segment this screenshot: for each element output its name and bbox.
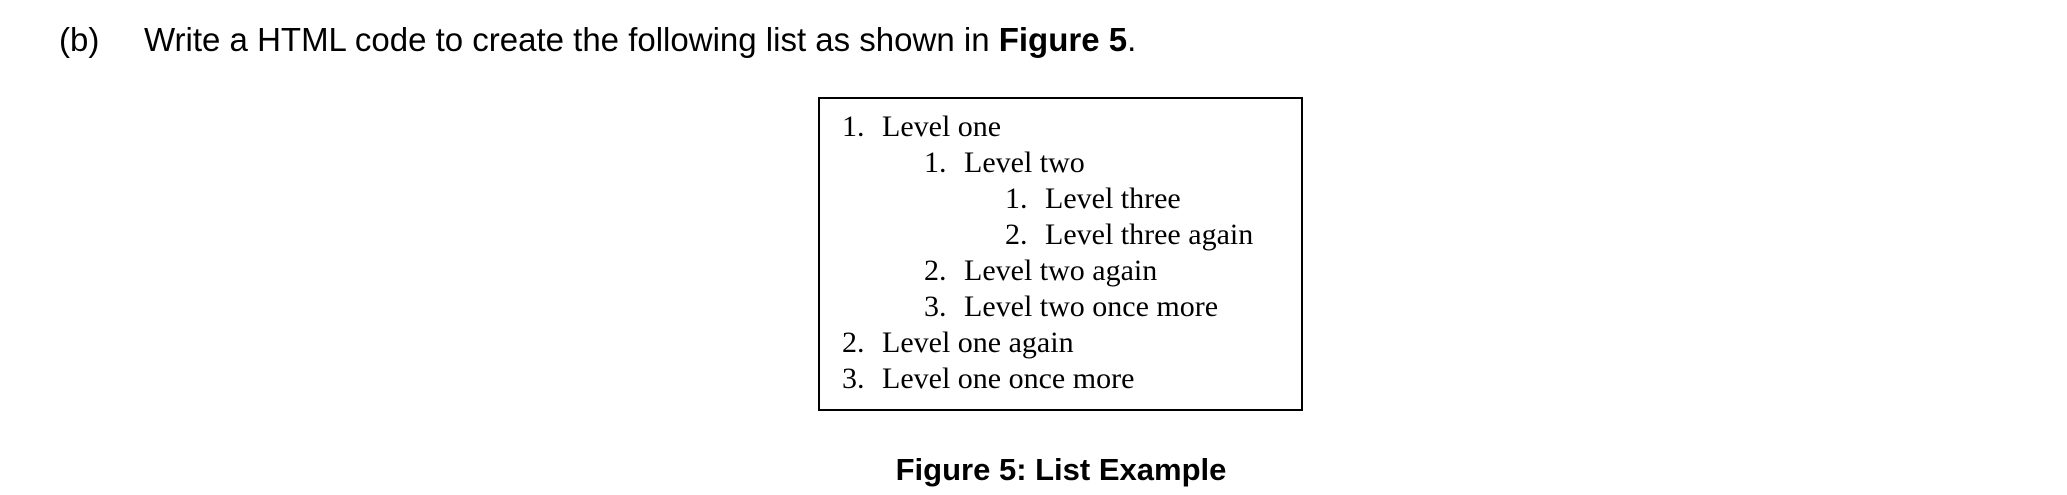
question-label: (b) [59, 21, 100, 58]
list-item-number: 1. [924, 146, 947, 179]
list-item-level-two-once-more: 3. Level two once more [924, 289, 1218, 325]
list-item-number: 1. [1005, 182, 1028, 215]
list-item-level-three-again: 2. Level three again [1005, 217, 1253, 253]
question-text-before: Write a HTML code to create the followin… [144, 21, 999, 58]
list-item-number: 3. [842, 362, 865, 395]
list-item-number: 2. [842, 326, 865, 359]
list-item-level-one-once-more: 3. Level one once more [842, 361, 1134, 397]
list-item-level-one-again: 2. Level one again [842, 325, 1074, 361]
list-item-level-two-again: 2. Level two again [924, 253, 1157, 289]
question-text: Write a HTML code to create the followin… [144, 18, 1136, 62]
list-item-text: Level one [882, 110, 1002, 143]
figure-list-box: 1.Level one 1.Level two 1.Level three 2.… [818, 97, 1303, 411]
list-item-text: Level two once more [964, 290, 1219, 323]
list-item-level-three: 1. Level three [1005, 181, 1181, 217]
list-item-level-two: 1. Level two [924, 145, 1085, 181]
list-item-number: 3. [924, 290, 947, 323]
question-text-after: . [1127, 21, 1137, 58]
figure-reference: Figure 5 [998, 21, 1128, 58]
list-item-text: Level one once more [882, 362, 1135, 395]
list-item-text: Level three again [1045, 218, 1254, 251]
list-item-number: 2. [924, 254, 947, 287]
list-item-level-one: 1. Level one [842, 109, 1001, 145]
figure-caption: Figure 5: List Example [895, 452, 1227, 487]
list-item-text: Level one again [882, 326, 1074, 359]
list-item-text: Level two again [964, 254, 1158, 287]
list-item-text: Level two [964, 146, 1085, 179]
list-item-number: 2. [1005, 218, 1028, 251]
list-item-text: Level three [1045, 182, 1181, 215]
list-item-number: 1. [842, 110, 865, 143]
